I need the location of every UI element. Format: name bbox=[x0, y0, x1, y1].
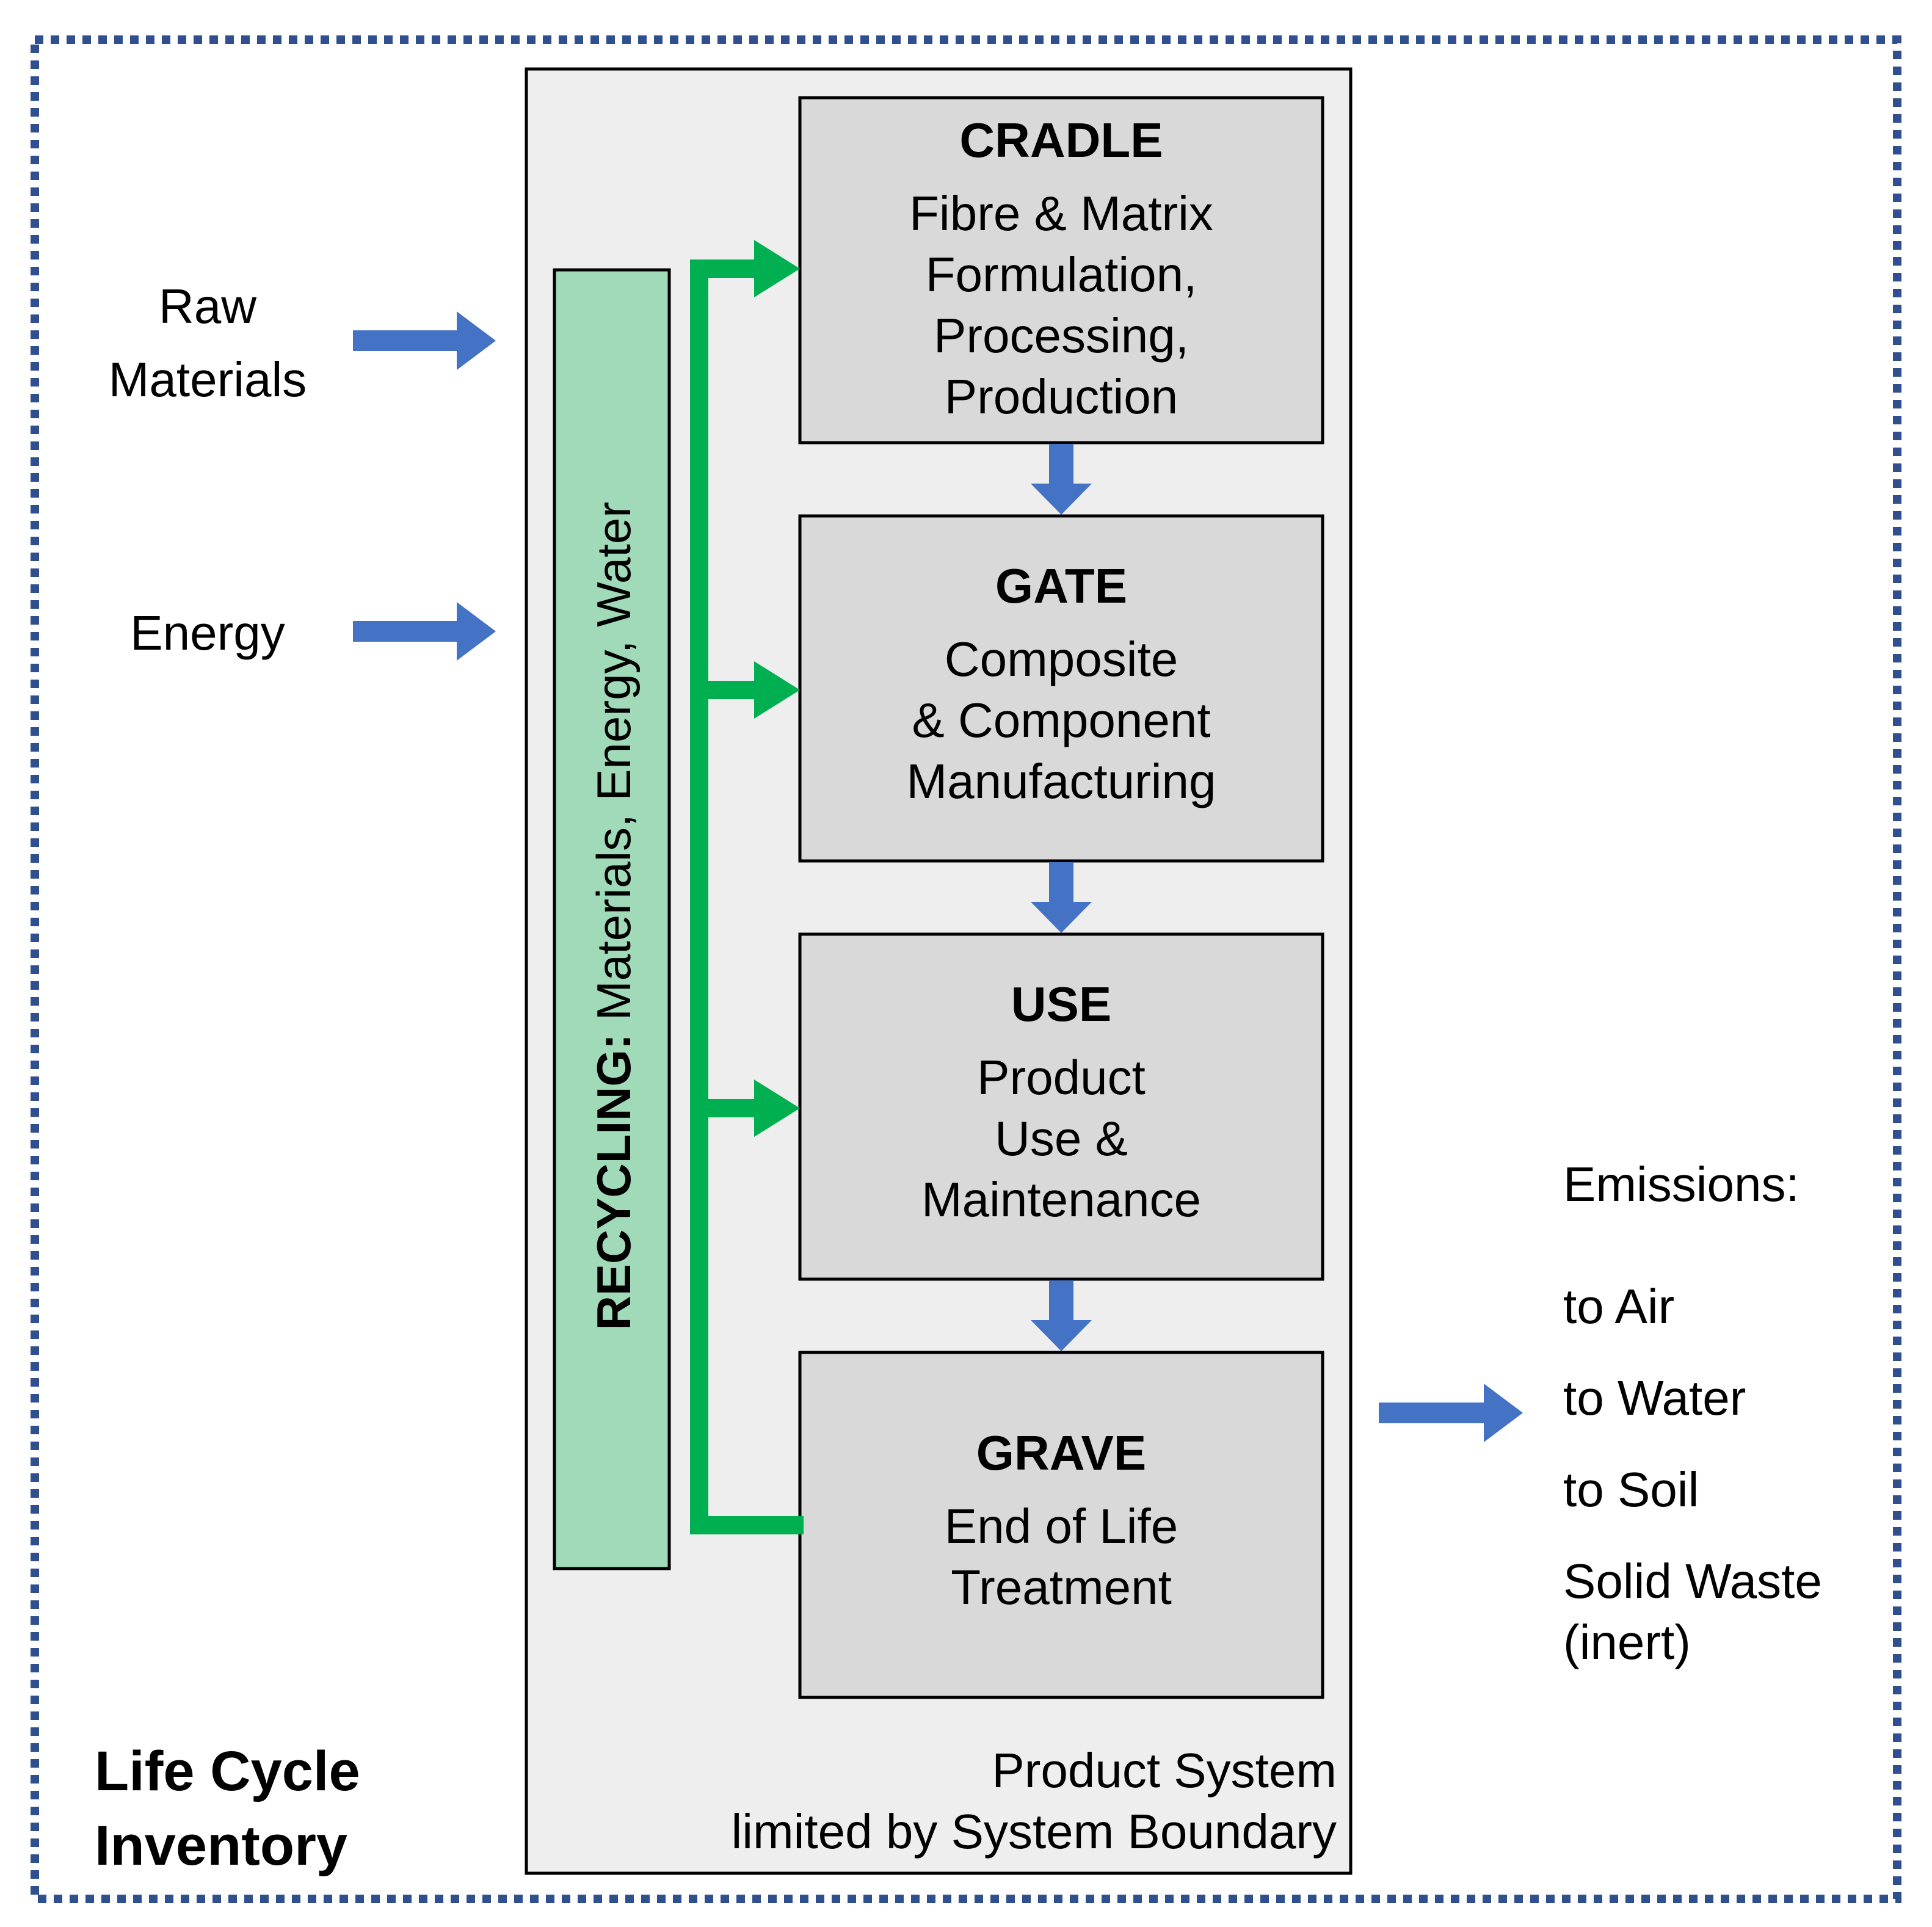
green-arrowhead-use bbox=[754, 1080, 800, 1137]
recycling-label: RECYCLING: Materials, Energy, Water bbox=[586, 263, 641, 1569]
raw-materials-arrow bbox=[353, 311, 496, 370]
cradle-line-4: Production bbox=[944, 369, 1178, 424]
cradle-box bbox=[798, 96, 1324, 445]
recycling-bar bbox=[553, 268, 671, 1570]
lci-line1: Life Cycle bbox=[95, 1740, 360, 1802]
energy-arrow bbox=[353, 602, 496, 661]
grave-box bbox=[798, 1351, 1324, 1699]
use-line-1: Product bbox=[977, 1050, 1146, 1105]
energy-label: Energy bbox=[130, 606, 285, 660]
recycling-loop-line bbox=[690, 259, 804, 1534]
gate-box bbox=[798, 514, 1324, 863]
arrow-gate-to-use bbox=[1031, 862, 1092, 933]
grave-line-2: Treatment bbox=[951, 1560, 1172, 1614]
cradle-title: CRADLE bbox=[959, 113, 1163, 167]
gate-text: GATE Composite & Component Manufacturing bbox=[800, 556, 1323, 812]
use-line-3: Maintenance bbox=[921, 1172, 1202, 1227]
emission-solid-waste: Solid Waste bbox=[1563, 1554, 1822, 1608]
emission-water: to Water bbox=[1563, 1371, 1746, 1425]
product-system-line2: limited by System Boundary bbox=[731, 1804, 1337, 1859]
use-title: USE bbox=[1011, 977, 1112, 1031]
green-arrowhead-gate bbox=[754, 661, 800, 719]
gate-title: GATE bbox=[995, 559, 1128, 613]
grave-text: GRAVE End of Life Treatment bbox=[800, 1423, 1323, 1618]
raw-materials-line2: Materials bbox=[108, 352, 307, 407]
product-system-line1: Product System bbox=[992, 1743, 1337, 1798]
arrow-use-to-grave bbox=[1031, 1280, 1092, 1351]
emissions-heading: Emissions: bbox=[1563, 1157, 1799, 1211]
grave-title: GRAVE bbox=[976, 1426, 1147, 1480]
grave-line-1: End of Life bbox=[944, 1499, 1178, 1553]
cradle-line-3: Processing, bbox=[934, 308, 1189, 363]
cradle-line-1: Fibre & Matrix bbox=[909, 186, 1213, 241]
arrow-cradle-to-gate bbox=[1031, 444, 1092, 515]
gate-line-3: Manufacturing bbox=[906, 754, 1216, 808]
product-system-label: Product System limited by System Boundar… bbox=[731, 1740, 1337, 1862]
green-arrowhead-cradle bbox=[754, 240, 800, 297]
emissions-arrow bbox=[1379, 1384, 1523, 1442]
cradle-line-2: Formulation, bbox=[925, 247, 1197, 302]
gate-line-2: & Component bbox=[912, 693, 1211, 747]
recycling-label-bold: RECYCLING: bbox=[587, 1033, 641, 1330]
emission-soil: to Soil bbox=[1563, 1462, 1699, 1517]
use-line-2: Use & bbox=[995, 1111, 1128, 1166]
lci-line2: Inventory bbox=[95, 1815, 348, 1877]
life-cycle-inventory-boundary bbox=[31, 35, 1901, 1903]
emission-air: to Air bbox=[1563, 1279, 1675, 1334]
gate-line-1: Composite bbox=[944, 632, 1178, 686]
life-cycle-inventory-label: Life Cycle Inventory bbox=[95, 1734, 360, 1883]
use-text: USE Product Use & Maintenance bbox=[800, 974, 1323, 1230]
use-box bbox=[798, 932, 1324, 1281]
raw-materials-line1: Raw bbox=[158, 279, 257, 333]
emission-inert: (inert) bbox=[1563, 1615, 1691, 1669]
recycling-label-rest: Materials, Energy, Water bbox=[587, 501, 641, 1034]
cradle-text: CRADLE Fibre & Matrix Formulation, Proce… bbox=[800, 110, 1323, 427]
raw-materials-label: Raw Materials bbox=[85, 270, 330, 416]
